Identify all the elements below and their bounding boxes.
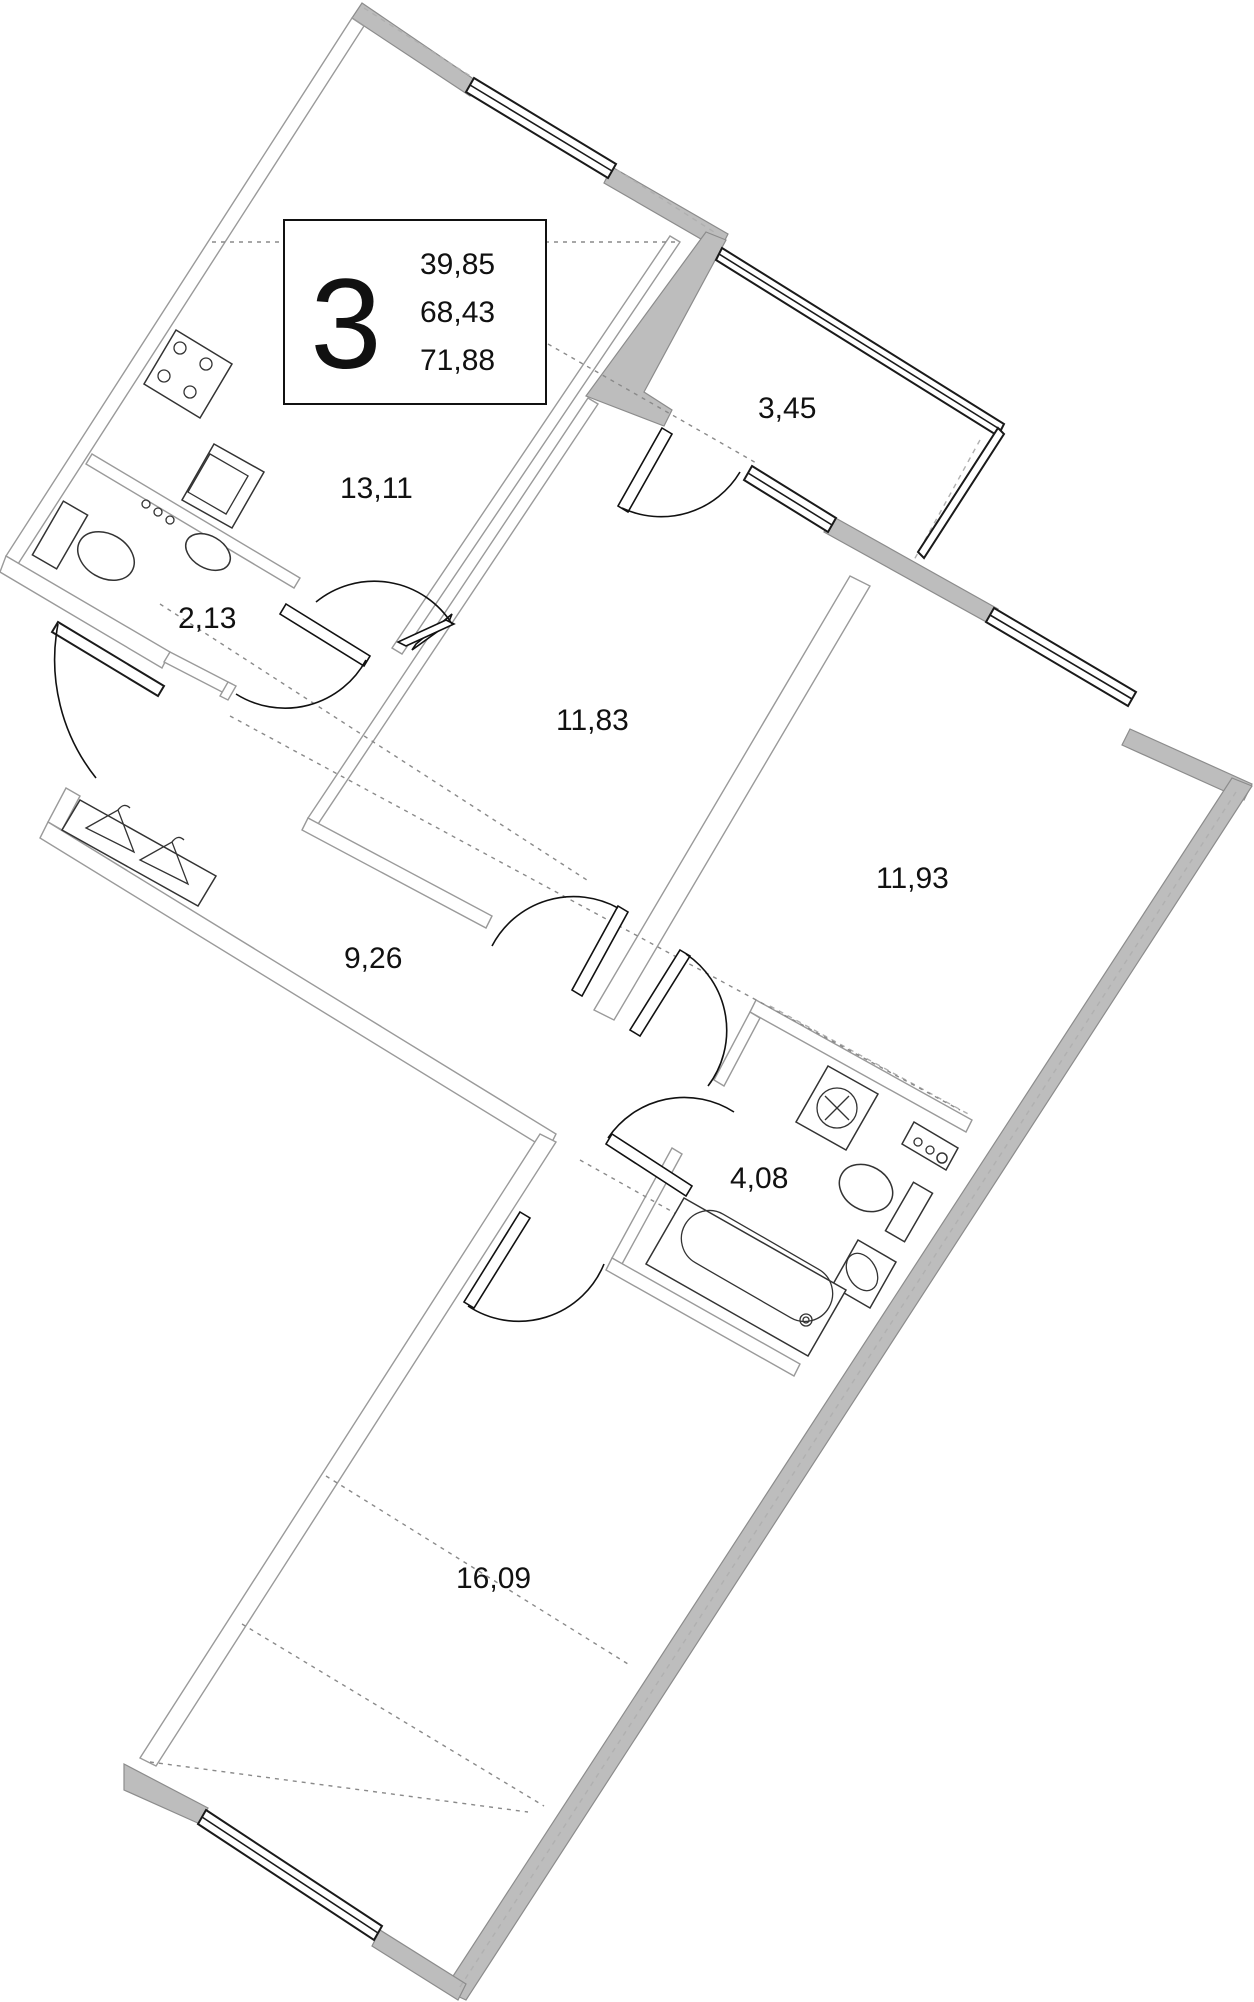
interior-walls: [0, 17, 973, 1767]
room-area-bathroom: 4,08: [730, 1162, 788, 1195]
window-wc: [50, 620, 166, 698]
wc-sink-icon: [184, 532, 232, 572]
room-area-balcony: 3,45: [758, 392, 816, 425]
wall-kitchen-hall: [391, 235, 681, 655]
summary-box: 3 39,85 68,43 71,88: [283, 219, 547, 405]
dash-right-wall: [457, 791, 1237, 1991]
doors: [53, 426, 741, 1323]
wall-bedroom-small-bottom: [301, 817, 493, 929]
fixtures: [31, 328, 960, 1358]
area-total-with-balcony: 71,88: [420, 344, 495, 377]
window-kitchen: [464, 76, 618, 180]
window-bedroom-right: [984, 606, 1138, 708]
stove-icon: [142, 328, 234, 420]
wall-wc-left: [0, 554, 171, 669]
room-area-hall: 9,26: [344, 942, 402, 975]
door-kitchen: [315, 580, 456, 651]
windows: [50, 76, 1138, 1942]
dash-hall-diagonal: [159, 603, 591, 883]
door-entrance: [53, 623, 97, 779]
bath-controls-icon: [900, 1120, 960, 1172]
dashed-lines: [149, 7, 1237, 1991]
area-living: 39,85: [420, 248, 495, 281]
washing-machine-icon: [794, 1064, 880, 1152]
dash-living-3: [149, 1761, 529, 1813]
wall-wc-bottom: [163, 651, 233, 695]
room-area-bedroom-small: 11,83: [556, 704, 629, 737]
door-wc: [235, 602, 372, 709]
bath-sink-icon: [830, 1238, 898, 1310]
room-labels: 13,11 2,13 3,45 11,83 11,93 9,26 4,08 16…: [178, 392, 949, 1595]
wall-hall-bottom: [39, 821, 557, 1151]
wall-bath-bottom: [605, 1257, 801, 1377]
room-area-wc: 2,13: [178, 602, 236, 635]
door-balcony: [616, 426, 741, 518]
dash-living-2: [241, 1623, 545, 1807]
window-living: [196, 1808, 384, 1942]
wall-living-bottom-left: [123, 1763, 209, 1825]
door-living: [462, 1210, 605, 1323]
wall-living-bottom-right: [371, 1929, 467, 2001]
window-bedroom-small: [742, 464, 838, 534]
toilet-icon: [31, 500, 135, 581]
wc-controls-icon: [141, 499, 175, 525]
room-area-bedroom-right: 11,93: [876, 862, 949, 895]
hanger-icon: [138, 836, 190, 886]
wall-corner-pillar: [585, 231, 727, 427]
room-area-kitchen: 13,11: [340, 472, 413, 505]
bathtub-icon: [644, 1196, 848, 1358]
summary-frame: [283, 219, 547, 405]
dash-hall-lower: [579, 1159, 831, 1301]
wall-bath-top: [749, 999, 973, 1133]
room-area-living-room: 16,09: [456, 1562, 531, 1595]
wall-wc-right: [85, 453, 301, 589]
dash-kitchen-mid: [547, 343, 759, 465]
kitchen-sink-icon: [180, 442, 266, 530]
wardrobe: [60, 798, 218, 908]
door-bedroom-right: [628, 948, 728, 1087]
hanger-icon: [84, 804, 136, 854]
wall-bath-left: [713, 1011, 761, 1087]
wall-kitchen-top-left: [351, 2, 479, 97]
wall-bedroom-small-left: [307, 397, 599, 825]
door-bathroom: [604, 1096, 735, 1198]
wall-bedroom-partition: [593, 575, 871, 1021]
window-balcony-right: [916, 426, 1006, 560]
wall-wc-door-post: [219, 681, 237, 701]
bath-toilet-icon: [838, 1163, 934, 1243]
wall-bedroom-top-right: [1121, 728, 1253, 801]
area-total: 68,43: [420, 296, 495, 329]
rooms-count: 3: [310, 253, 381, 396]
door-bedroom-small: [491, 895, 630, 998]
wall-living-left: [138, 1133, 558, 1767]
dash-hall-long: [229, 715, 961, 1111]
